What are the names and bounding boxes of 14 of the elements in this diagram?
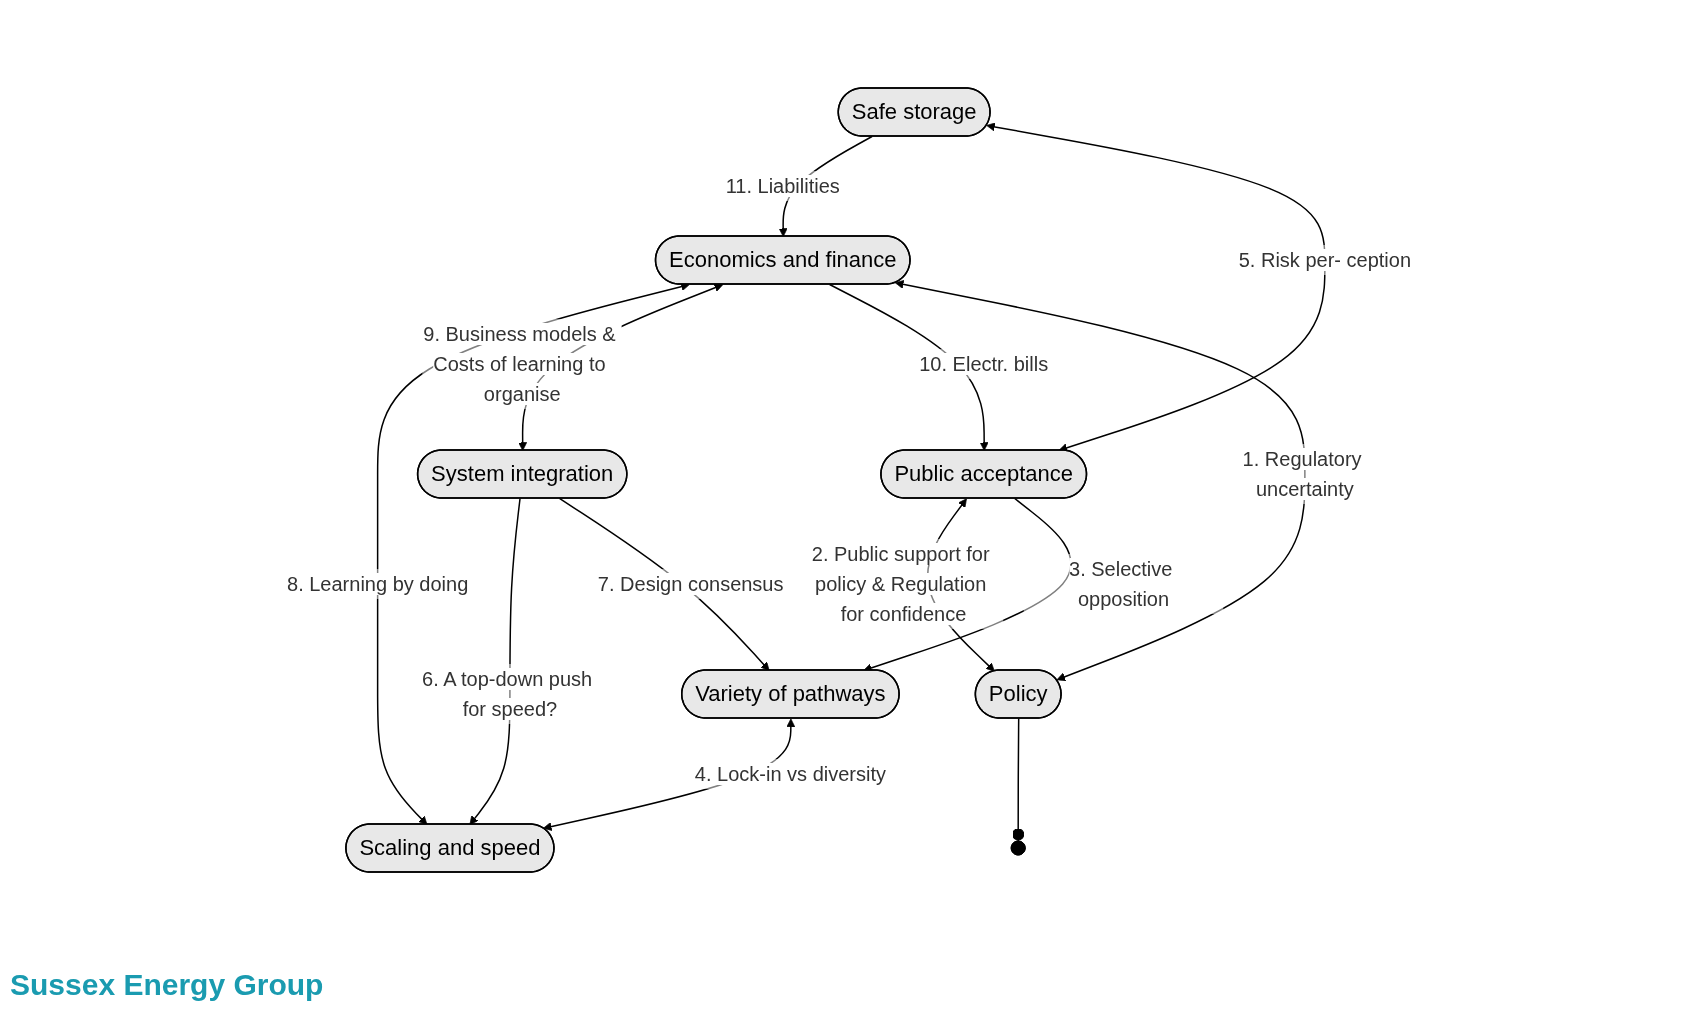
group-name-text: Sussex Energy Group bbox=[10, 968, 324, 1002]
arrow bbox=[894, 280, 1306, 682]
edge-label: 8. Learning by doing bbox=[286, 572, 469, 595]
edge-label: 6. A top-down push for speed? bbox=[422, 667, 593, 720]
edge-label: 11. Liabilities bbox=[725, 175, 840, 197]
edge-label: 5. Risk per- ception bbox=[1238, 249, 1412, 271]
edge-label: 10. Electr. bills bbox=[919, 352, 1049, 375]
edge-label: 7. Design consensus bbox=[597, 572, 784, 595]
edge-label: 2. Public support for policy & Regulation for confidence bbox=[811, 542, 990, 625]
edge-label: 1. Regulatory uncertainty bbox=[1242, 447, 1362, 500]
edge-label: 9. Business models & Costs of learning to organise bbox=[423, 323, 616, 405]
edge-label: 4. Lock-in vs diversity bbox=[694, 762, 886, 785]
edge-label: 3. Selective opposition bbox=[1069, 557, 1173, 610]
connector bbox=[1012, 717, 1025, 842]
